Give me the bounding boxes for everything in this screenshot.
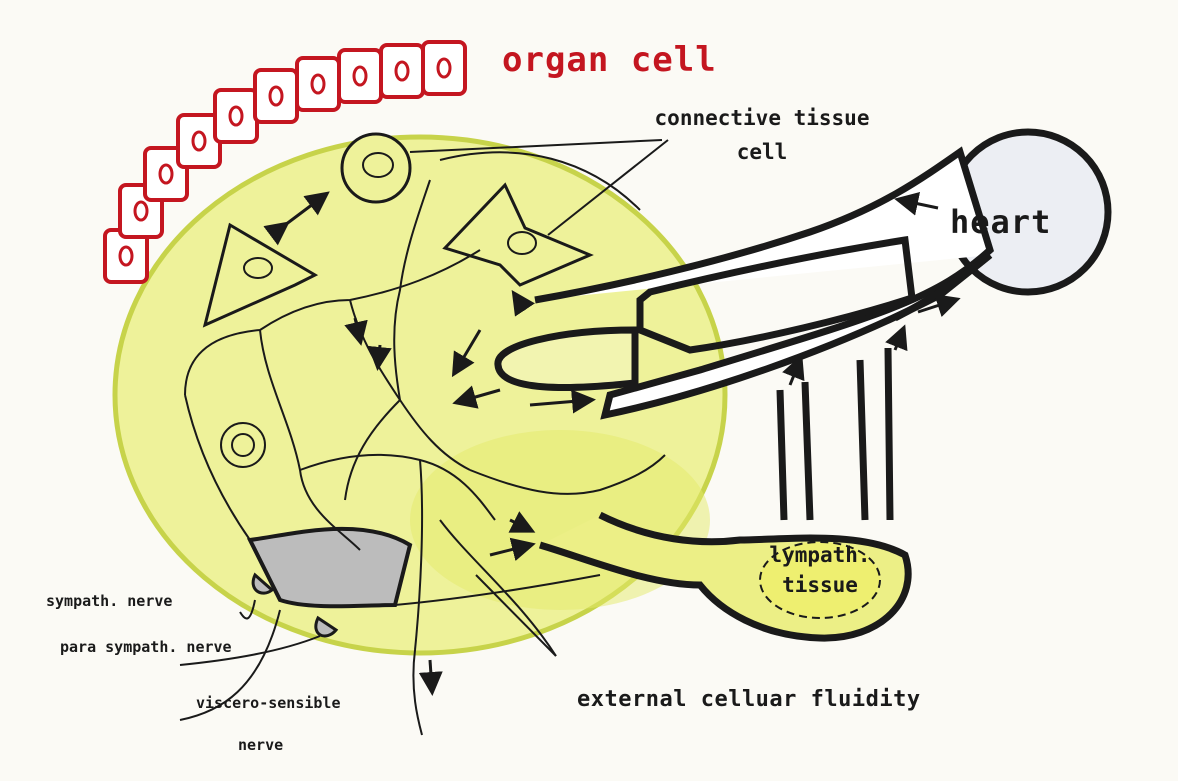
organ-cell-label: organ cell [502, 40, 717, 80]
parasympath-nerve-label: para sympath. nerve [60, 638, 232, 656]
heart-label: heart [950, 203, 1051, 241]
nerve-label: nerve [238, 736, 283, 754]
connective-cell-label: cell [622, 140, 902, 164]
lymph-tissue-label-line1: lympath. [755, 543, 885, 567]
lymph-tissue-label-line2: tissue [755, 573, 885, 597]
lymph-vessel [780, 255, 990, 520]
viscero-sensible-label: viscero-sensible [196, 694, 341, 712]
external-fluidity-label: external celluar fluidity [577, 687, 921, 712]
sympath-nerve-label: sympath. nerve [46, 592, 172, 610]
connective-tissue-label: connective tissue [622, 106, 902, 130]
